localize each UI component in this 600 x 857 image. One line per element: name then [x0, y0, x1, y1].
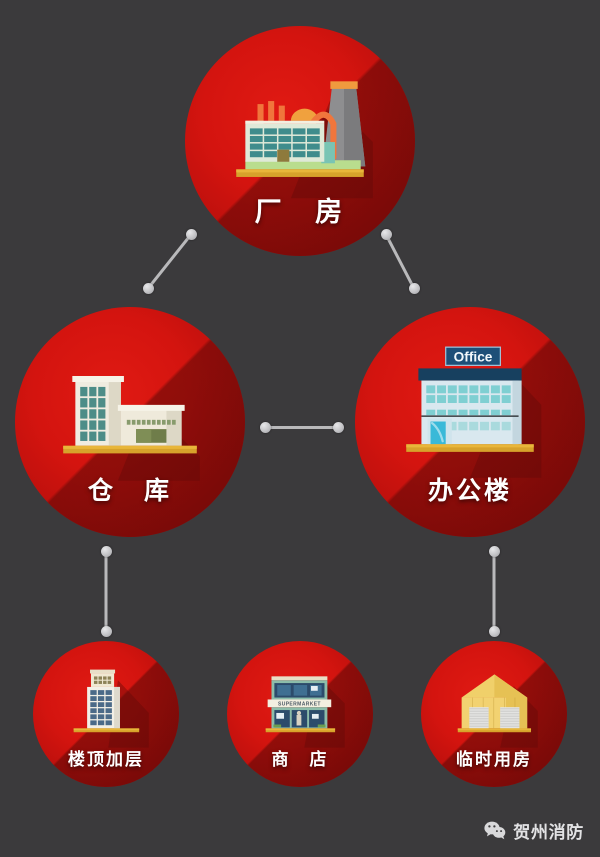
connector-dot-factory-warehouse-end — [142, 282, 154, 294]
wechat-icon — [484, 821, 506, 840]
temporary-shed-icon — [421, 641, 567, 787]
node-factory[interactable]: 厂 房 — [185, 26, 415, 256]
node-label-office: 办公楼 — [427, 477, 512, 506]
node-label-shop: 商 店 — [271, 750, 329, 770]
connector-warehouse-office — [265, 425, 338, 429]
warehouse-building-icon — [15, 307, 245, 537]
watermark-label: 贺州消防 — [513, 823, 584, 842]
connector-dot-office-temporary-start — [488, 545, 500, 557]
node-temporary-building[interactable]: 临时用房 — [421, 641, 567, 787]
node-shop[interactable]: SUPERMARKET 商 店 — [227, 641, 373, 787]
connector-dot-factory-office-end — [408, 282, 420, 294]
watermark: 贺州消防 — [484, 818, 584, 843]
office-sign-text: Office — [454, 349, 493, 364]
node-label-factory: 厂 房 — [254, 197, 346, 228]
office-building-icon: Office — [355, 307, 585, 537]
connector-dot-warehouse-rooftop-end — [100, 625, 112, 637]
connector-warehouse-rooftop — [104, 551, 108, 631]
connector-dot-warehouse-office-start — [259, 421, 271, 433]
connector-office-temporary — [492, 551, 496, 631]
shop-sign-text: SUPERMARKET — [278, 701, 321, 707]
rooftop-addition-icon — [33, 641, 179, 787]
connector-dot-warehouse-rooftop-start — [100, 545, 112, 557]
factory-building-icon — [185, 26, 415, 256]
node-label-warehouse: 仓 库 — [87, 477, 172, 506]
node-label-rooftop-addition: 楼顶加层 — [67, 750, 145, 770]
shop-supermarket-icon: SUPERMARKET — [227, 641, 373, 787]
node-office[interactable]: Office 办公楼 — [355, 307, 585, 537]
node-warehouse[interactable]: 仓 库 — [15, 307, 245, 537]
connector-dot-warehouse-office-end — [332, 421, 344, 433]
node-label-temporary-building: 临时用房 — [455, 750, 533, 770]
node-rooftop-addition[interactable]: 楼顶加层 — [33, 641, 179, 787]
connector-dot-office-temporary-end — [488, 625, 500, 637]
